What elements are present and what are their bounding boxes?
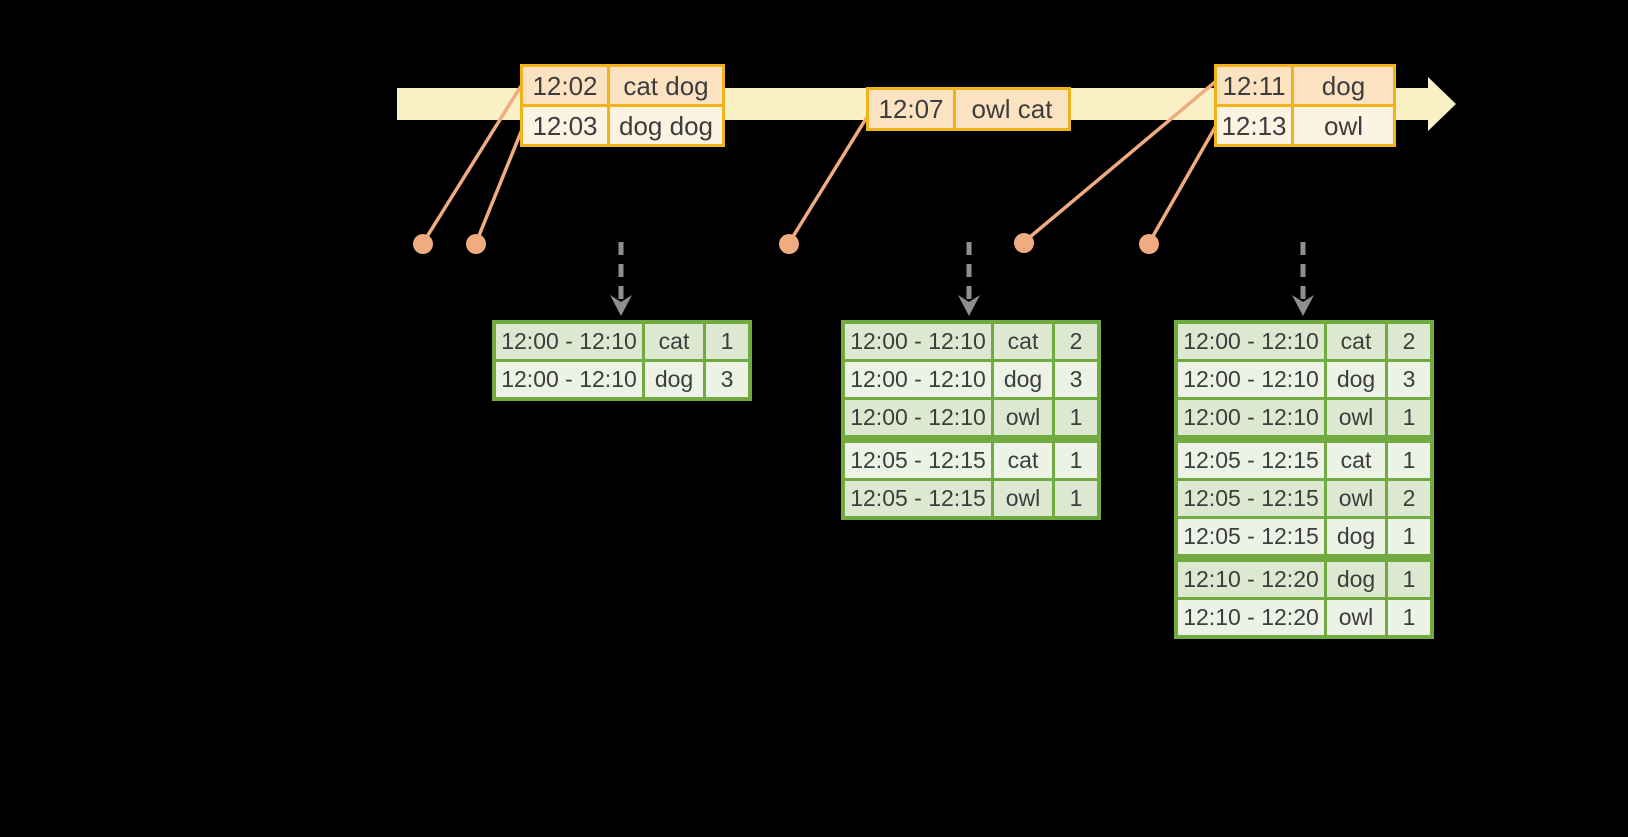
event-words-cell: dog dog	[610, 107, 722, 144]
count-cell: 3	[1055, 362, 1097, 397]
count-cell: 3	[1388, 362, 1430, 397]
result-row: 12:05 - 12:15 dog 1	[1178, 519, 1430, 554]
window-cell: 12:00 - 12:10	[845, 400, 991, 435]
window-cell: 12:00 - 12:10	[1178, 362, 1324, 397]
event-leader-line	[421, 85, 523, 244]
result-row: 12:05 - 12:15 owl 1	[845, 481, 1097, 516]
window-cell: 12:10 - 12:20	[1178, 600, 1324, 635]
word-cell: owl	[1327, 400, 1385, 435]
window-cell: 12:00 - 12:10	[496, 324, 642, 359]
word-cell: cat	[1327, 324, 1385, 359]
trigger-arrow-icon	[958, 242, 980, 316]
event-row: 12:11 dog	[1217, 67, 1393, 104]
count-cell: 1	[1388, 519, 1430, 554]
count-cell: 1	[1055, 400, 1097, 435]
event-dots	[413, 233, 1159, 254]
event-leader-line	[1022, 80, 1217, 244]
window-cell: 12:05 - 12:15	[845, 443, 991, 478]
window-cell: 12:00 - 12:10	[845, 324, 991, 359]
event-table-1: 12:02 cat dog 12:03 dog dog	[520, 64, 725, 147]
count-cell: 1	[706, 324, 748, 359]
event-time-cell: 12:02	[523, 67, 607, 104]
word-cell: dog	[1327, 362, 1385, 397]
count-cell: 2	[1388, 481, 1430, 516]
window-cell: 12:05 - 12:15	[1178, 443, 1324, 478]
result-row: 12:00 - 12:10 dog 3	[496, 362, 748, 397]
event-words-cell: cat dog	[610, 67, 722, 104]
event-table-2: 12:07 owl cat	[866, 87, 1071, 131]
result-row: 12:05 - 12:15 owl 2	[1178, 481, 1430, 516]
window-cell: 12:05 - 12:15	[1178, 519, 1324, 554]
window-cell: 12:05 - 12:15	[1178, 481, 1324, 516]
event-time-cell: 12:07	[869, 90, 953, 128]
event-leader-lines	[421, 80, 1219, 244]
event-dot-icon	[413, 234, 433, 254]
result-row: 12:00 - 12:10 owl 1	[845, 400, 1097, 435]
word-cell: cat	[994, 443, 1052, 478]
event-time-cell: 12:11	[1217, 67, 1291, 104]
event-leader-line	[787, 116, 869, 244]
count-cell: 1	[1388, 400, 1430, 435]
trigger-arrows	[610, 242, 1314, 316]
event-dot-icon	[1014, 233, 1034, 253]
count-cell: 1	[1388, 562, 1430, 597]
result-row: 12:00 - 12:10 cat 2	[845, 324, 1097, 359]
word-cell: cat	[1327, 443, 1385, 478]
event-dot-icon	[466, 234, 486, 254]
event-row: 12:07 owl cat	[869, 90, 1068, 128]
event-leader-line	[1147, 123, 1219, 244]
event-table-3: 12:11 dog 12:13 owl	[1214, 64, 1396, 147]
word-cell: dog	[994, 362, 1052, 397]
result-table-1: 12:00 - 12:10 cat 1 12:00 - 12:10 dog 3	[492, 320, 752, 401]
word-cell: owl	[1327, 481, 1385, 516]
count-cell: 3	[706, 362, 748, 397]
count-cell: 1	[1055, 443, 1097, 478]
event-words-cell: owl	[1294, 107, 1393, 144]
word-cell: owl	[994, 400, 1052, 435]
result-row: 12:05 - 12:15 cat 1	[1178, 443, 1430, 478]
result-table-2: 12:00 - 12:10 cat 2 12:00 - 12:10 dog 3 …	[841, 320, 1101, 520]
event-dot-icon	[779, 234, 799, 254]
count-cell: 2	[1388, 324, 1430, 359]
word-cell: cat	[994, 324, 1052, 359]
result-row: 12:10 - 12:20 owl 1	[1178, 600, 1430, 635]
result-row: 12:10 - 12:20 dog 1	[1178, 562, 1430, 597]
word-cell: dog	[1327, 519, 1385, 554]
trigger-arrow-icon	[610, 242, 632, 316]
window-cell: 12:05 - 12:15	[845, 481, 991, 516]
result-table-3: 12:00 - 12:10 cat 2 12:00 - 12:10 dog 3 …	[1174, 320, 1434, 639]
window-cell: 12:10 - 12:20	[1178, 562, 1324, 597]
window-cell: 12:00 - 12:10	[1178, 400, 1324, 435]
result-row: 12:00 - 12:10 cat 2	[1178, 324, 1430, 359]
word-cell: dog	[645, 362, 703, 397]
count-cell: 1	[1055, 481, 1097, 516]
event-leader-line	[474, 126, 525, 244]
event-words-cell: dog	[1294, 67, 1393, 104]
window-cell: 12:00 - 12:10	[496, 362, 642, 397]
count-cell: 1	[1388, 443, 1430, 478]
word-cell: cat	[645, 324, 703, 359]
window-cell: 12:00 - 12:10	[1178, 324, 1324, 359]
result-row: 12:00 - 12:10 dog 3	[1178, 362, 1430, 397]
event-row: 12:13 owl	[1217, 107, 1393, 144]
word-cell: dog	[1327, 562, 1385, 597]
window-cell: 12:00 - 12:10	[845, 362, 991, 397]
event-row: 12:03 dog dog	[523, 107, 722, 144]
event-time-cell: 12:13	[1217, 107, 1291, 144]
trigger-arrow-icon	[1292, 242, 1314, 316]
result-row: 12:00 - 12:10 owl 1	[1178, 400, 1430, 435]
count-cell: 1	[1388, 600, 1430, 635]
result-row: 12:00 - 12:10 cat 1	[496, 324, 748, 359]
result-row: 12:00 - 12:10 dog 3	[845, 362, 1097, 397]
event-time-cell: 12:03	[523, 107, 607, 144]
word-cell: owl	[1327, 600, 1385, 635]
result-row: 12:05 - 12:15 cat 1	[845, 443, 1097, 478]
event-dot-icon	[1139, 234, 1159, 254]
event-words-cell: owl cat	[956, 90, 1068, 128]
count-cell: 2	[1055, 324, 1097, 359]
event-row: 12:02 cat dog	[523, 67, 722, 104]
word-cell: owl	[994, 481, 1052, 516]
